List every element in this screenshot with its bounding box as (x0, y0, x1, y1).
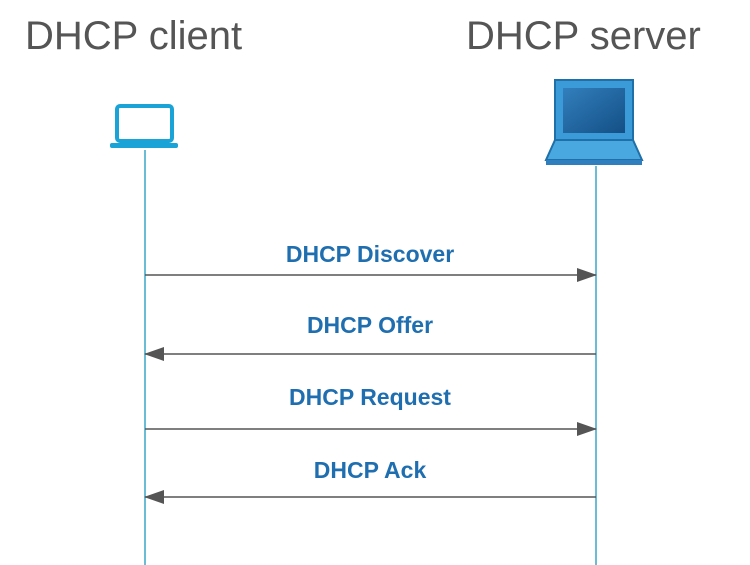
message-label-ack: DHCP Ack (313, 457, 427, 483)
client-label: DHCP client (25, 14, 243, 58)
server-label: DHCP server (466, 14, 701, 58)
message-label-offer: DHCP Offer (306, 312, 434, 338)
laptop-outline-icon (110, 104, 178, 148)
message-label-discover: DHCP Discover (285, 241, 455, 267)
message-label-request: DHCP Request (289, 384, 451, 410)
laptop-filled-icon (544, 79, 644, 165)
